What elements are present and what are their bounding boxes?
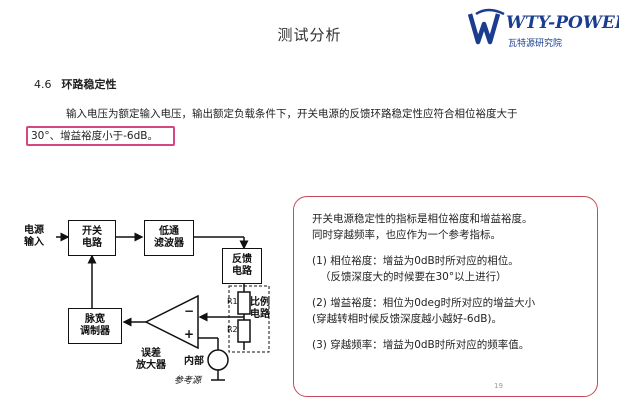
note-line-2: 同时穿越频率，也应作为一个参考指标。 [312,229,501,241]
error-amplifier-label: 误差 放大器 [136,348,166,371]
slide-title: 测试分析 [277,26,342,44]
feedback-loop-diagram: 电源 输入 开关 电路 低通 滤波器 反馈 电路 脉宽 调制器 比例 电路 R1… [24,200,274,400]
amp-minus-sign: − [184,304,195,318]
section-heading: 4.6 环路稳定性 [34,76,117,92]
switch-circuit-block: 开关 电路 [68,220,116,256]
note-item1-line2: （反馈深度大的时候要在30°以上进行） [320,271,507,283]
logo-subtitle: 瓦特源研究院 [508,39,563,49]
section-title: 环路稳定性 [61,78,117,91]
error-amplifier-triangle [144,294,199,350]
note-item3: (3) 穿越频率：增益为0dB时所对应的频率值。 [312,339,530,351]
power-input-label: 电源 输入 [24,225,44,248]
requirement-text-line1: 输入电压为额定输入电压，输出额定负载条件下，开关电源的反馈环路稳定性应符合相位裕… [66,108,518,120]
diagram-wires [56,232,270,381]
pwm-modulator-block: 脉宽 调制器 [68,308,122,344]
internal-label: 内部 [184,356,204,367]
r1-label: R1 [227,297,238,306]
page-number: 19 [494,382,503,390]
ratio-circuit-label: 比例 电路 [250,297,270,320]
note-item2-line2: (穿越转相时候反馈深度越小越好-6dB)。 [312,313,503,325]
ratio-circuit-dashed-box [228,285,270,353]
resistor-r1 [237,291,251,315]
feedback-circuit-block: 反馈 电路 [222,248,262,284]
lowpass-filter-block: 低通 滤波器 [144,220,194,256]
section-number: 4.6 [34,78,52,91]
logo-brand: WTY-POWER [506,13,619,33]
note-item1-line1: (1) 相位裕度：增益为0dB时所对应的相位。 [312,255,519,267]
reference-source-circle [207,349,229,371]
reference-source-label: 参考源 [174,376,202,386]
explanation-box: 开关电源稳定性的指标是相位裕度和增益裕度。 同时穿越频率，也应作为一个参考指标。… [293,196,598,397]
company-logo: WTY-POWER 瓦特源研究院 [468,8,619,54]
note-item2-line1: (2) 增益裕度：相位为0deg时所对应的增益大小 [312,297,536,309]
resistor-r2 [237,319,251,343]
requirement-text-highlighted: 30°、增益裕度小于-6dB。 [26,126,175,146]
note-line-1: 开关电源稳定性的指标是相位裕度和增益裕度。 [312,213,533,225]
r2-label: R2 [227,325,238,334]
amp-plus-sign: + [184,327,195,341]
logo-mark-icon [468,8,505,45]
